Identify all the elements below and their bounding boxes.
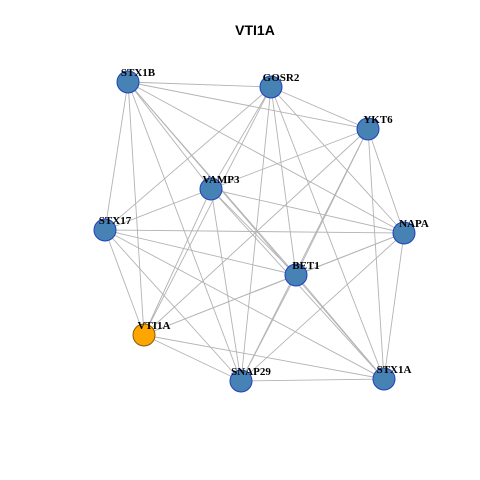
edge-stx1b-stx17 (104, 81, 129, 231)
node-label-stx1a: STX1A (377, 364, 412, 376)
edge-gosr2-bet1 (270, 86, 297, 276)
node-label-snap29: SNAP29 (231, 366, 271, 378)
node-label-napa: NAPA (399, 218, 429, 230)
edge-stx1b-ykt6 (127, 81, 369, 130)
edge-vti1a-stx1a (143, 334, 385, 380)
node-napa[interactable] (392, 221, 416, 245)
edge-stx17-stx1a (104, 229, 385, 380)
edge-ykt6-vamp3 (210, 128, 369, 190)
edge-bet1-vti1a (143, 274, 297, 336)
edge-ykt6-vti1a (143, 128, 369, 336)
edge-vamp3-stx17 (104, 188, 212, 231)
edge-gosr2-stx1a (270, 86, 385, 380)
node-label-vti1a: VTI1A (137, 320, 170, 332)
edge-stx17-vti1a (104, 229, 145, 336)
node-label-stx17: STX17 (99, 215, 132, 227)
edge-snap29-stx1a (240, 378, 385, 382)
node-label-gosr2: GOSR2 (263, 72, 300, 84)
edge-napa-stx1a (383, 232, 405, 380)
edges-layer (104, 81, 405, 382)
node-label-bet1: BET1 (292, 260, 320, 272)
edge-stx17-snap29 (104, 229, 242, 382)
edge-ykt6-napa (367, 128, 405, 234)
edge-gosr2-napa (270, 86, 405, 234)
edge-stx1b-snap29 (127, 81, 242, 382)
edge-vamp3-bet1 (210, 188, 297, 276)
edge-ykt6-snap29 (240, 128, 369, 382)
node-bet1[interactable] (284, 263, 308, 287)
node-label-stx1b: STX1B (121, 67, 156, 79)
edge-stx1b-napa (127, 81, 405, 234)
node-ykt6[interactable] (356, 117, 380, 141)
edge-gosr2-ykt6 (270, 86, 369, 130)
node-vamp3[interactable] (199, 177, 223, 201)
edge-stx1b-vamp3 (127, 81, 212, 190)
node-label-ykt6: YKT6 (363, 114, 393, 126)
edge-vti1a-snap29 (143, 334, 242, 382)
node-stx1b[interactable] (116, 70, 140, 94)
edge-bet1-snap29 (240, 274, 297, 382)
edge-gosr2-vti1a (143, 86, 272, 336)
edge-vamp3-snap29 (210, 188, 242, 382)
edge-vamp3-napa (210, 188, 405, 234)
graph-title: VTI1A (235, 22, 275, 38)
node-stx17[interactable] (93, 218, 117, 242)
edge-ykt6-stx1a (367, 128, 385, 380)
edge-stx17-napa (104, 229, 405, 234)
node-snap29[interactable] (229, 369, 253, 393)
edge-stx1b-gosr2 (127, 81, 272, 88)
nodes-layer (93, 70, 416, 393)
edge-bet1-stx1a (295, 274, 385, 380)
node-stx1a[interactable] (372, 367, 396, 391)
node-vti1a[interactable] (132, 323, 156, 347)
edge-vamp3-vti1a (143, 188, 212, 336)
edge-stx1b-vti1a (127, 81, 145, 336)
node-gosr2[interactable] (259, 75, 283, 99)
edge-stx17-bet1 (104, 229, 297, 276)
edge-gosr2-vamp3 (210, 86, 272, 190)
node-label-vamp3: VAMP3 (202, 174, 240, 186)
edge-gosr2-stx17 (104, 86, 272, 231)
